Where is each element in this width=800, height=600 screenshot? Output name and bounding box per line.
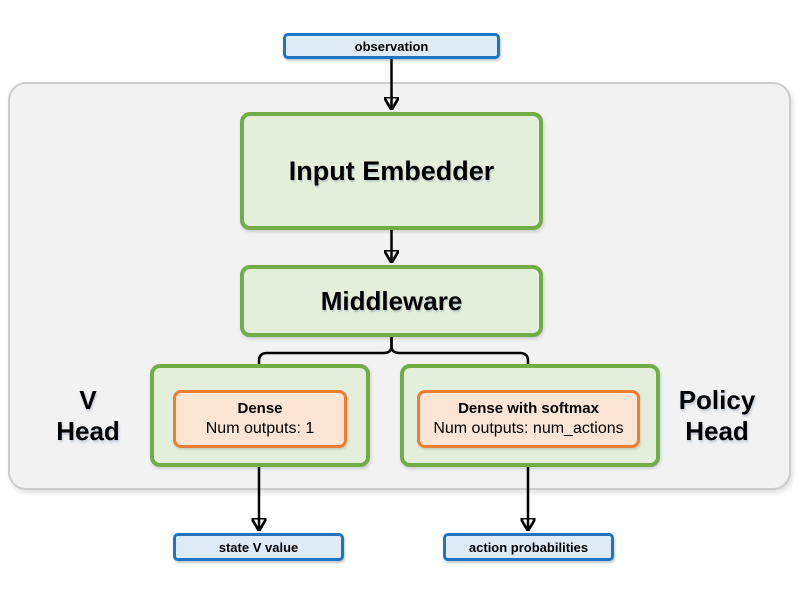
observation-label: observation [354,38,429,54]
middleware-label: Middleware [320,285,463,316]
action-probabilities-node: action probabilities [443,533,614,561]
policy-head-label: Policy Head [657,385,777,447]
policy-head-dense-layer: Dense with softmax Num outputs: num_acti… [417,390,640,448]
v-head-label-line2: Head [56,416,120,446]
v-head-label: V Head [28,385,148,447]
middleware-node: Middleware [240,265,543,337]
observation-node: observation [283,33,500,59]
policy-head-label-line2: Head [685,416,749,446]
policy-head-label-line1: Policy [678,385,756,415]
v-head-label-line1: V [79,385,97,415]
v-head-dense-layer: Dense Num outputs: 1 [173,390,347,448]
v-head-dense-title: Dense [237,400,283,417]
policy-head-dense-title: Dense with softmax [458,400,599,417]
state-v-value-node: state V value [173,533,344,561]
v-head-dense-subtitle: Num outputs: 1 [205,420,315,437]
action-probabilities-label: action probabilities [468,539,589,555]
input-embedder-label: Input Embedder [288,155,495,186]
policy-head-dense-subtitle: Num outputs: num_actions [433,420,624,437]
state-v-value-label: state V value [218,539,299,555]
input-embedder-node: Input Embedder [240,112,543,230]
